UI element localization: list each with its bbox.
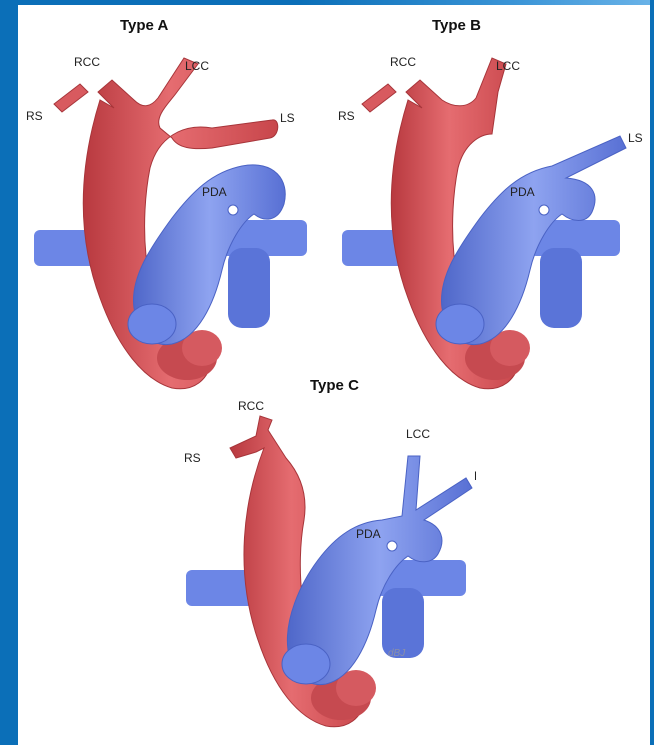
label-pda: PDA [202,185,227,199]
pulmonary-valve [128,304,176,344]
pda-lumen [228,205,238,215]
panel-title: Type B [432,17,481,34]
label-rcc: RCC [238,399,264,413]
label-ls: LS [280,111,295,125]
pulmonary-valve [436,304,484,344]
label-ls: LS [628,131,643,145]
label-ls: LS [474,469,476,483]
panel-type-b: Type B RS RCC LCC LS PDA [330,8,648,398]
frame-right-bar [650,0,654,745]
frame-left-bar [0,0,18,745]
label-rcc: RCC [390,55,416,69]
artist-signature: dBJ [388,648,406,659]
pda-lumen [539,205,549,215]
label-rs: RS [26,109,43,123]
descending-vessel [540,248,582,328]
right-subclavian-artery [54,84,88,112]
panel-title: Type A [120,17,169,34]
label-lcc: LCC [496,59,520,73]
descending-vessel [228,248,270,328]
frame-top-gradient [300,0,654,5]
label-pda: PDA [356,527,381,541]
pda-lumen [387,541,397,551]
label-lcc: LCC [185,59,209,73]
label-rs: RS [184,451,201,465]
label-lcc: LCC [406,427,430,441]
label-rcc: RCC [74,55,100,69]
panel-type-a: Type A RS RCC LCC LS PDA [22,8,322,398]
pulmonary-valve [282,644,330,684]
label-pda: PDA [510,185,535,199]
label-rs: RS [338,109,355,123]
panel-type-c: Type C RS RCC LCC LS PDA dBJ [176,370,476,742]
right-subclavian-artery [362,84,396,112]
panel-title: Type C [310,377,359,394]
